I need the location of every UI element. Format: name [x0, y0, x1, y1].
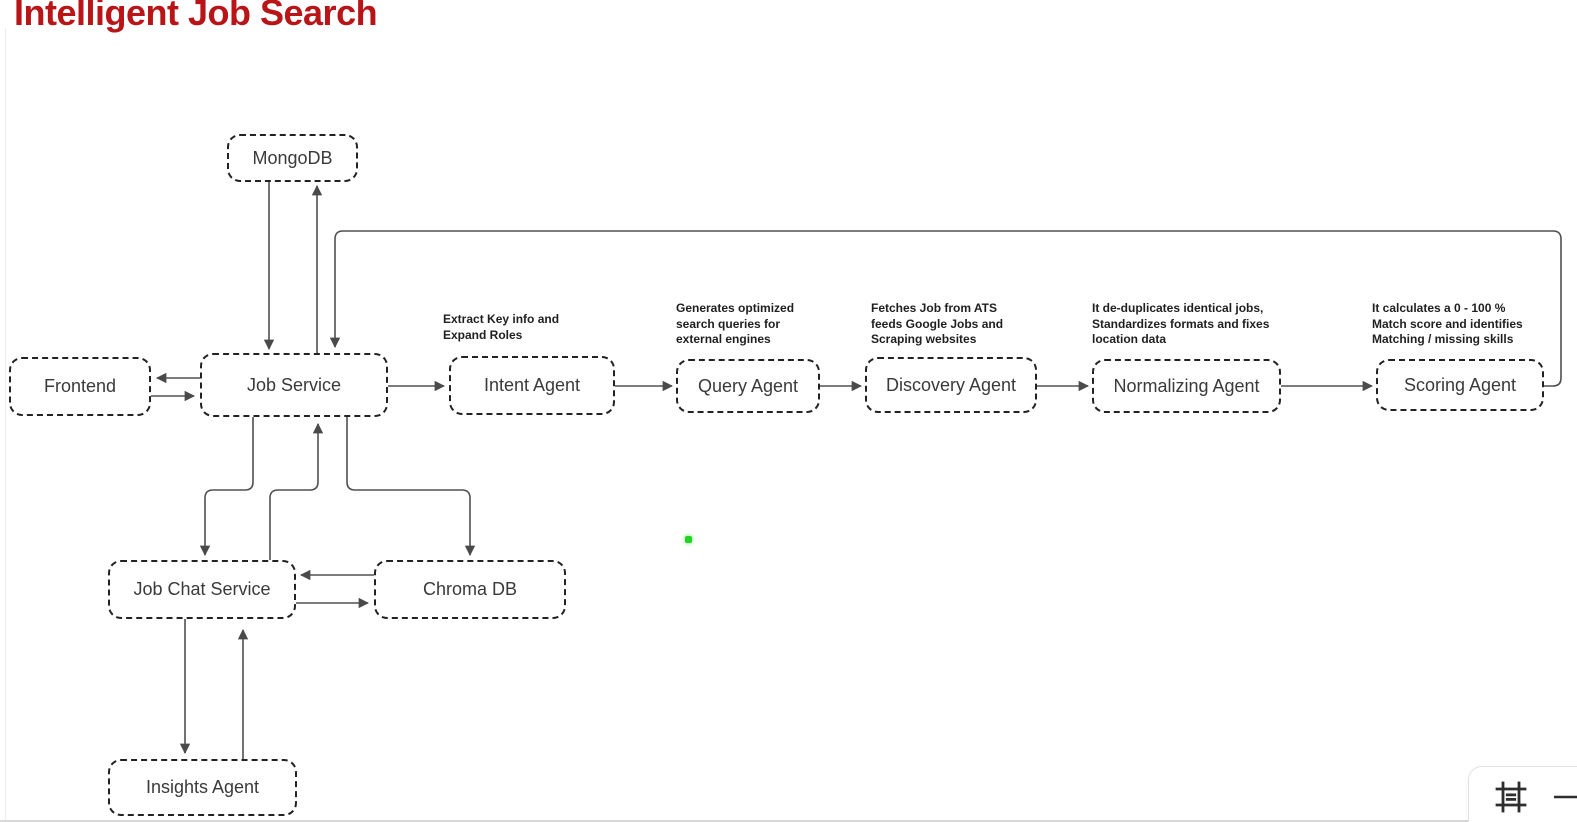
note-scoring-agent[interactable]: It calculates a 0 - 100 % Match score an…: [1372, 301, 1523, 346]
zoom-out-icon: [1554, 795, 1577, 799]
node-job-service-label: Job Service: [246, 374, 342, 395]
note-discovery-agent[interactable]: Fetches Job from ATS feeds Google Jobs a…: [871, 301, 1004, 346]
node-frontend-label: Frontend: [43, 376, 117, 396]
canvas-zoom-toolbar: [1468, 766, 1577, 822]
canvas-left-edge-line: [5, 28, 6, 822]
green-dot-marker: [685, 536, 692, 543]
edge-scoring-agent-to-job-service: [329, 230, 1562, 387]
node-query-agent[interactable]: Query Agent: [676, 359, 820, 413]
node-job-chat-service[interactable]: Job Chat Service: [108, 560, 296, 619]
note-intent-agent[interactable]: Extract Key info and Expand Roles: [443, 312, 560, 342]
note-normalizing-agent[interactable]: It de-duplicates identical jobs, Standar…: [1092, 301, 1270, 346]
edge-job-service-to-chroma-db: [346, 417, 476, 557]
node-normalizing-agent[interactable]: Normalizing Agent: [1092, 359, 1281, 413]
edge-job-service-to-job-chat-service: [199, 417, 254, 557]
page-title: Intelligent Job Search: [14, 0, 378, 33]
note-query-agent[interactable]: Generates optimized search queries for e…: [676, 301, 795, 346]
node-query-agent-label: Query Agent: [697, 375, 799, 396]
node-job-service[interactable]: Job Service: [200, 353, 388, 417]
node-job-chat-service-label: Job Chat Service: [133, 579, 271, 599]
zoom-out-button[interactable]: [1553, 781, 1577, 813]
edge-job-chat-service-to-job-service: [269, 422, 324, 560]
node-frontend[interactable]: Frontend: [9, 357, 151, 416]
node-mongodb-label: MongoDB: [252, 147, 333, 168]
node-insights-agent[interactable]: Insights Agent: [108, 759, 297, 816]
node-chroma-db[interactable]: Chroma DB: [374, 560, 566, 619]
node-intent-agent-label: Intent Agent: [483, 375, 581, 395]
node-discovery-agent[interactable]: Discovery Agent: [865, 357, 1037, 413]
node-chroma-db-label: Chroma DB: [422, 579, 518, 599]
fit-frame-button[interactable]: [1495, 781, 1527, 813]
canvas-bottom-edge-line: [0, 820, 1577, 822]
node-scoring-agent[interactable]: Scoring Agent: [1376, 359, 1544, 411]
fit-frame-icon: [1495, 781, 1527, 813]
node-normalizing-agent-label: Normalizing Agent: [1113, 375, 1260, 396]
node-discovery-agent-label: Discovery Agent: [885, 374, 1017, 395]
node-mongodb[interactable]: MongoDB: [227, 134, 358, 182]
node-scoring-agent-label: Scoring Agent: [1403, 374, 1517, 395]
node-intent-agent[interactable]: Intent Agent: [449, 356, 615, 415]
node-insights-agent-label: Insights Agent: [145, 777, 260, 797]
